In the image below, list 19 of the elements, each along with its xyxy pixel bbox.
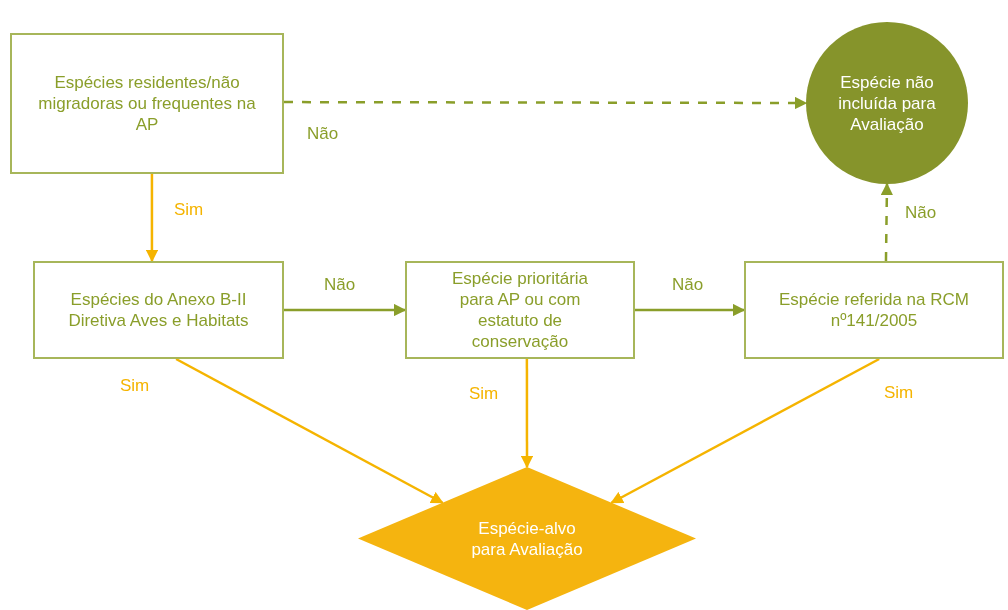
process-box — [33, 261, 284, 359]
arrow — [520, 359, 534, 469]
arrow — [284, 96, 808, 110]
arrow — [635, 303, 746, 317]
arrow — [145, 174, 159, 263]
node-label: Espécie prioritária para AP ou com estatuto de conservação — [450, 268, 590, 352]
process-box — [744, 261, 1004, 359]
arrow — [880, 182, 894, 261]
node-label: Espécies do Anexo B-II Diretiva Aves e Habitats — [67, 289, 250, 331]
arrow — [284, 303, 407, 317]
node-label: Espécies residentes/não migradoras ou frequentes na AP — [38, 72, 256, 135]
node-label: Espécie-alvo para Avaliação — [470, 517, 584, 560]
node-label: Espécie não incluída para Avaliação — [837, 71, 937, 135]
arrow — [175, 357, 444, 504]
decision-diamond — [358, 467, 696, 610]
process-box — [10, 33, 284, 174]
process-box — [405, 261, 635, 359]
node-label: Espécie referida na RCM nº141/2005 — [778, 289, 970, 331]
arrow — [610, 357, 880, 504]
